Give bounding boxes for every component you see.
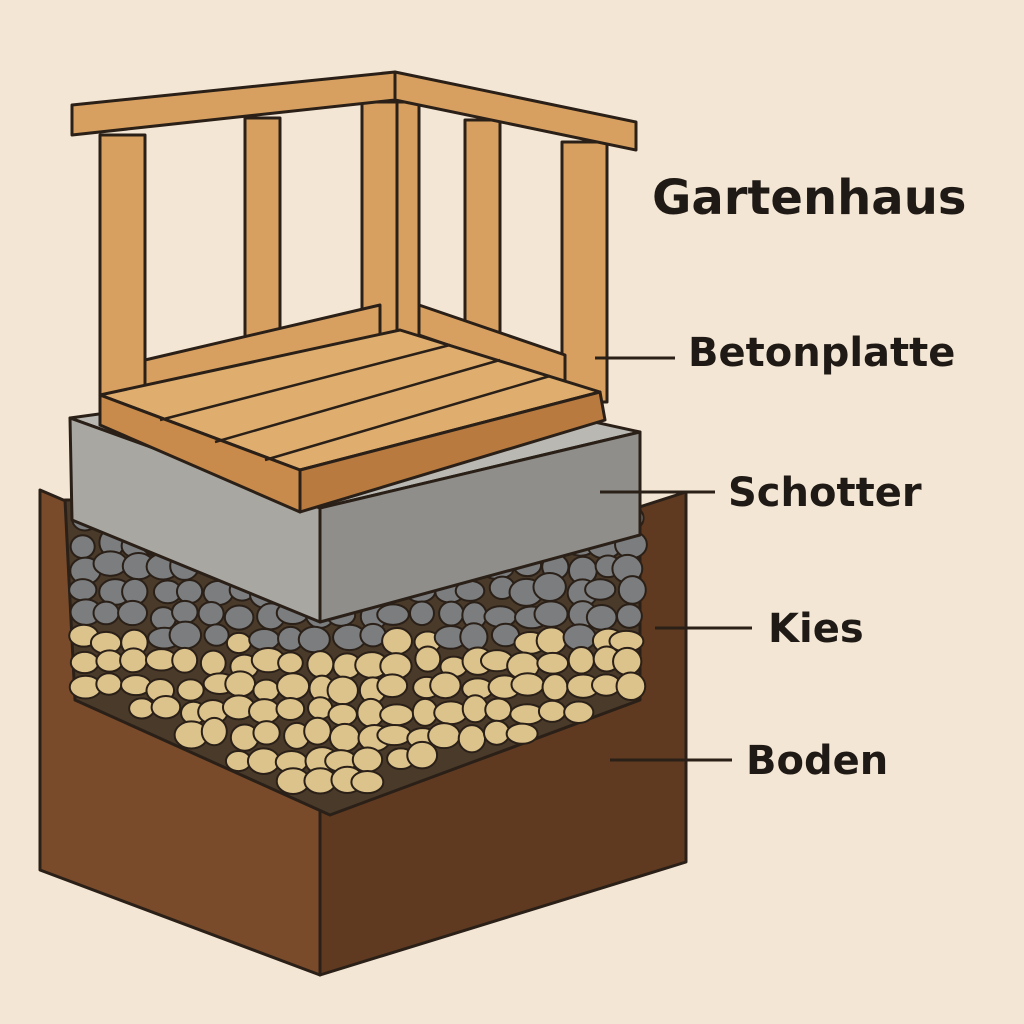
- stone: [351, 746, 384, 773]
- stone: [459, 622, 489, 652]
- stone: [563, 700, 595, 724]
- stone: [92, 600, 120, 626]
- stone: [150, 695, 182, 720]
- stone: [414, 645, 442, 673]
- stone: [275, 696, 306, 721]
- stone: [252, 720, 281, 746]
- label-schotter: Schotter: [728, 470, 922, 516]
- stone: [567, 646, 595, 675]
- title-label: Gartenhaus: [652, 170, 967, 226]
- stone: [482, 719, 511, 746]
- stone: [69, 650, 100, 675]
- stone: [537, 699, 567, 723]
- stone: [541, 673, 569, 702]
- stone: [128, 697, 156, 720]
- stone: [584, 578, 617, 601]
- stone: [457, 724, 487, 754]
- stone: [306, 650, 335, 679]
- stone: [376, 724, 413, 747]
- stone: [203, 623, 230, 647]
- stone: [408, 600, 435, 627]
- stone: [533, 600, 569, 628]
- stone: [117, 599, 149, 627]
- stone: [612, 646, 643, 677]
- stone: [461, 694, 489, 724]
- stone: [246, 747, 281, 775]
- stone: [429, 671, 462, 700]
- stone: [199, 649, 227, 677]
- stone: [69, 534, 96, 560]
- stone: [406, 740, 439, 770]
- stone: [68, 578, 98, 602]
- stone: [303, 716, 332, 746]
- stone: [376, 603, 410, 626]
- leader-lines: [595, 356, 752, 762]
- stone: [536, 651, 570, 675]
- slab-right-face: [318, 430, 642, 624]
- stone: [585, 604, 618, 631]
- stone: [276, 672, 311, 701]
- stone: [277, 651, 304, 675]
- stone: [381, 626, 413, 656]
- stone: [438, 600, 465, 627]
- stone: [615, 603, 643, 629]
- stone: [297, 625, 331, 654]
- stone: [119, 647, 148, 674]
- stone: [505, 722, 539, 745]
- stone: [171, 599, 199, 625]
- stone: [248, 698, 281, 725]
- stone: [176, 678, 205, 702]
- stone: [175, 578, 204, 605]
- stone: [223, 604, 255, 631]
- stone: [252, 678, 281, 703]
- stone: [379, 703, 415, 727]
- stone: [484, 697, 513, 723]
- stone: [200, 716, 228, 747]
- label-kies: Kies: [768, 606, 864, 652]
- stone: [224, 670, 257, 698]
- stone: [95, 672, 123, 696]
- stone: [248, 628, 281, 652]
- stone: [376, 673, 409, 699]
- stone: [225, 631, 253, 655]
- stone: [197, 600, 225, 627]
- deck-front-right: [298, 390, 607, 514]
- stone: [350, 769, 385, 795]
- stone: [532, 572, 567, 603]
- stone: [168, 620, 203, 650]
- deck-board-lines: [159, 343, 551, 462]
- label-betonplatte: Betonplatte: [688, 330, 956, 376]
- stone: [617, 575, 647, 605]
- stone: [427, 722, 461, 750]
- stone: [95, 649, 124, 673]
- stone: [327, 702, 358, 727]
- stone: [328, 722, 361, 753]
- label-boden: Boden: [746, 738, 889, 784]
- stone: [171, 646, 199, 674]
- stone: [615, 671, 647, 702]
- stone: [510, 672, 545, 697]
- stone: [326, 675, 359, 706]
- stone: [535, 626, 568, 655]
